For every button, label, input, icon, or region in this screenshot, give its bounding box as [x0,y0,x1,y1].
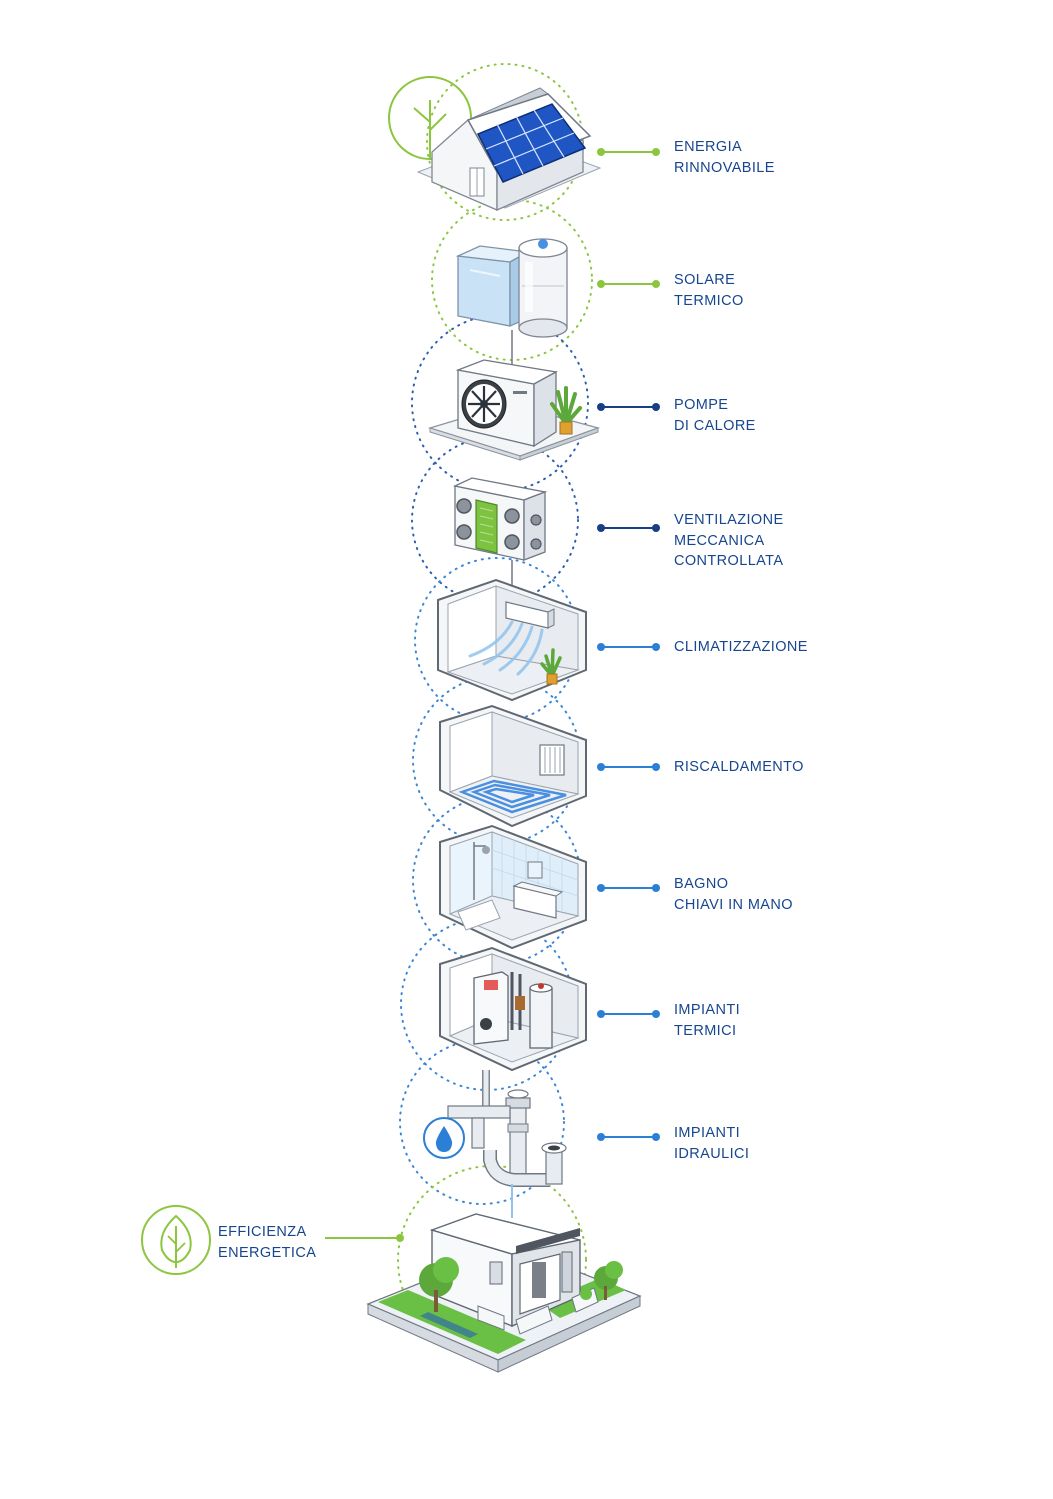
label-line: IDRAULICI [674,1145,750,1162]
label-line: BAGNO [674,876,729,892]
air-conditioner-room-icon [437,578,587,702]
label-line: RINNOVABILE [674,159,775,176]
label-line: POMPE [674,397,729,413]
efficient-house-icon [141,1205,642,1373]
connector-lines [325,148,660,1242]
label-solare-termico: SOLARE TERMICO [674,270,744,311]
label-line: CLIMATIZZAZIONE [674,639,808,655]
label-line: IMPIANTI [674,1002,741,1018]
label-line: RISCALDAMENTO [674,759,804,775]
label-line: TERMICO [674,292,744,309]
label-line: DI CALORE [674,417,756,434]
label-efficienza-energetica: EFFICIENZA ENERGETICA [218,1222,316,1263]
plumbing-pipes-icon [423,1070,567,1187]
solar-house-icon [388,76,602,211]
label-impianti-idraulici: IMPIANTI IDRAULICI [674,1123,749,1164]
label-line: MECCANICA [674,532,765,549]
solar-thermal-tank-icon [455,238,568,338]
heat-pump-icon [427,359,601,461]
label-line: ENERGETICA [218,1244,317,1261]
boiler-room-icon [439,946,587,1072]
label-pompe-di-calore: POMPE DI CALORE [674,395,756,436]
bathroom-room-icon [439,824,587,950]
label-line: CHIAVI IN MANO [674,896,793,913]
floor-heating-room-icon [439,704,587,828]
label-line: EFFICIENZA [218,1224,307,1240]
label-impianti-termici: IMPIANTI TERMICI [674,1000,740,1041]
label-riscaldamento: RISCALDAMENTO [674,757,804,778]
label-line: IMPIANTI [674,1125,741,1141]
label-line: VENTILAZIONE [674,512,784,528]
label-line: TERMICI [674,1022,737,1039]
label-line: ENERGIA [674,139,743,155]
label-line: SOLARE [674,272,736,288]
ventilation-unit-icon [452,477,548,561]
label-ventilazione: VENTILAZIONE MECCANICA CONTROLLATA [674,510,784,572]
label-energia-rinnovabile: ENERGIA RINNOVABILE [674,137,775,178]
label-climatizzazione: CLIMATIZZAZIONE [674,637,808,658]
label-bagno: BAGNO CHIAVI IN MANO [674,874,793,915]
label-line: CONTROLLATA [674,553,784,569]
